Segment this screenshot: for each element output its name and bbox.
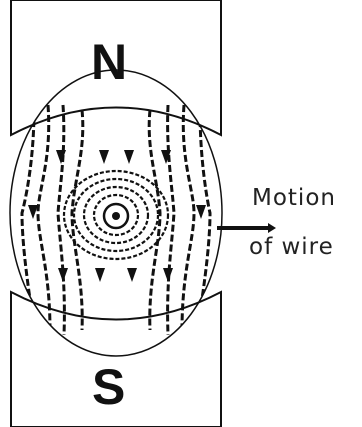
field-arrow-icon: [58, 268, 68, 282]
field-arrow-icon: [99, 150, 109, 164]
field-arrow-icon: [28, 205, 38, 219]
motion-label-line1: Motion: [252, 187, 336, 210]
north-pole-label: N: [91, 37, 127, 87]
field-arrow-icon: [124, 150, 134, 164]
wire-current-dot-icon: [112, 212, 120, 220]
field-arrow-icon: [95, 268, 105, 282]
field-line-left-mid: [38, 105, 50, 330]
field-arrow-icon: [127, 268, 137, 282]
field-arrow-icon: [196, 205, 206, 219]
field-arrow-icon: [56, 150, 66, 164]
field-line-right-inner: [168, 105, 174, 335]
field-arrow-icon: [163, 268, 173, 282]
field-line-right-mid: [182, 105, 194, 330]
field-line-right-close: [149, 110, 160, 330]
south-pole-label: S: [92, 362, 125, 412]
motion-label-line2: of wire: [249, 236, 334, 259]
